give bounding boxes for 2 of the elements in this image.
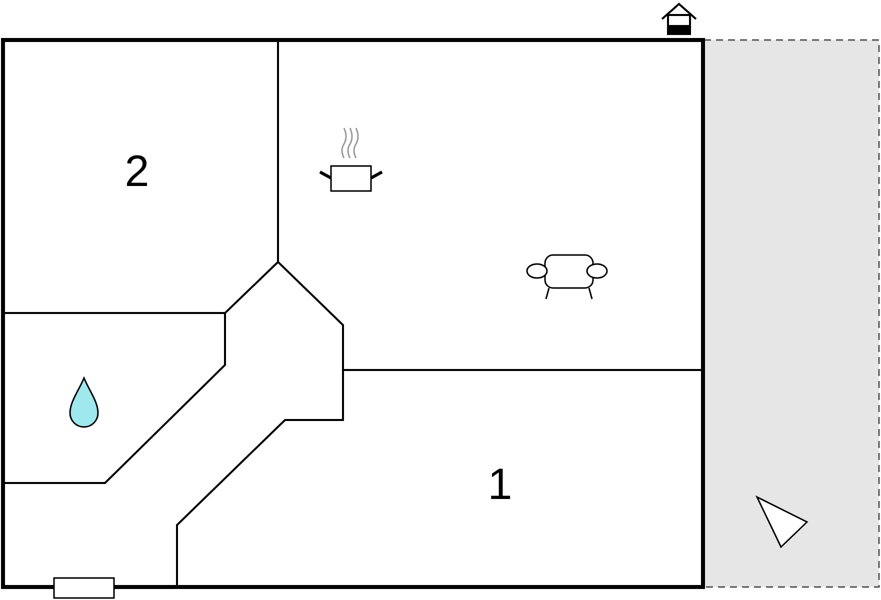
room-number: 1 bbox=[488, 463, 512, 507]
room-number: 2 bbox=[124, 150, 150, 194]
